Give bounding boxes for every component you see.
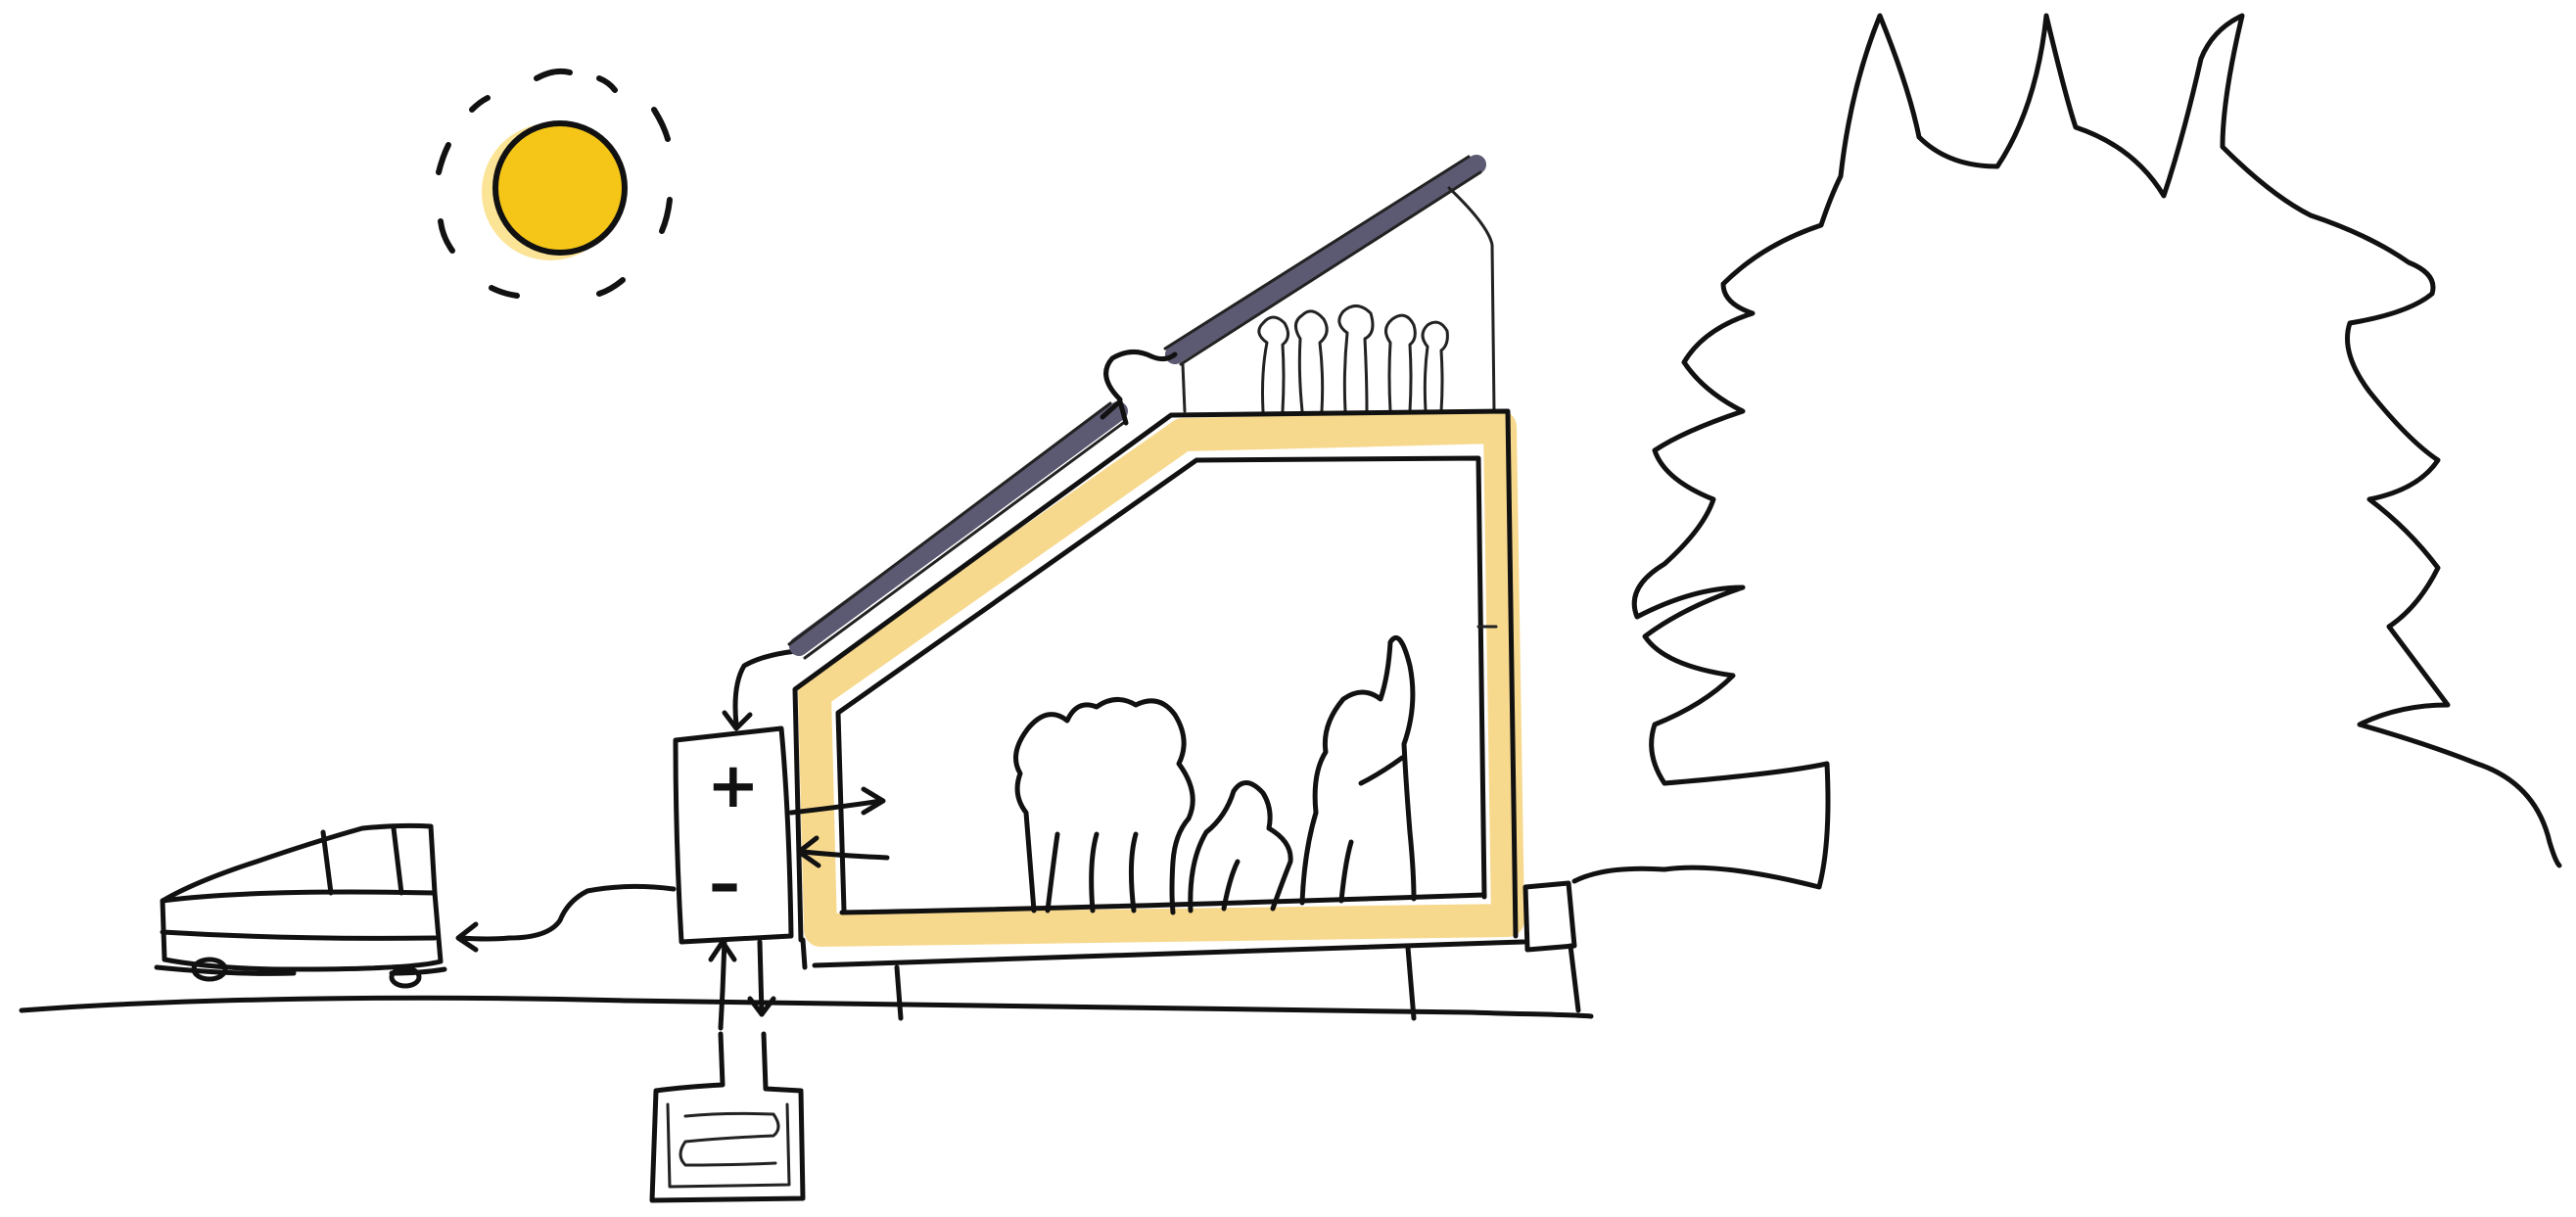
rooftop-people-icon (1259, 305, 1448, 411)
solar-panel-icon (789, 157, 1480, 658)
ground-heat-loop-icon (652, 940, 803, 1200)
battery-plus-label: + (707, 750, 760, 822)
sun-icon (439, 71, 670, 296)
rooftop-wall (1449, 188, 1494, 411)
battery-minus-label: – (709, 848, 740, 920)
house-section-icon (795, 411, 1664, 1018)
battery-icon: + – (676, 650, 805, 942)
sun-disc (495, 123, 625, 253)
tree-icon (1634, 16, 2559, 887)
people-icon (1016, 637, 1415, 913)
car-icon (157, 825, 445, 986)
car-charging-cable (460, 886, 674, 939)
ground-line (22, 998, 1591, 1016)
rooftop-wall-base (1183, 364, 1185, 411)
